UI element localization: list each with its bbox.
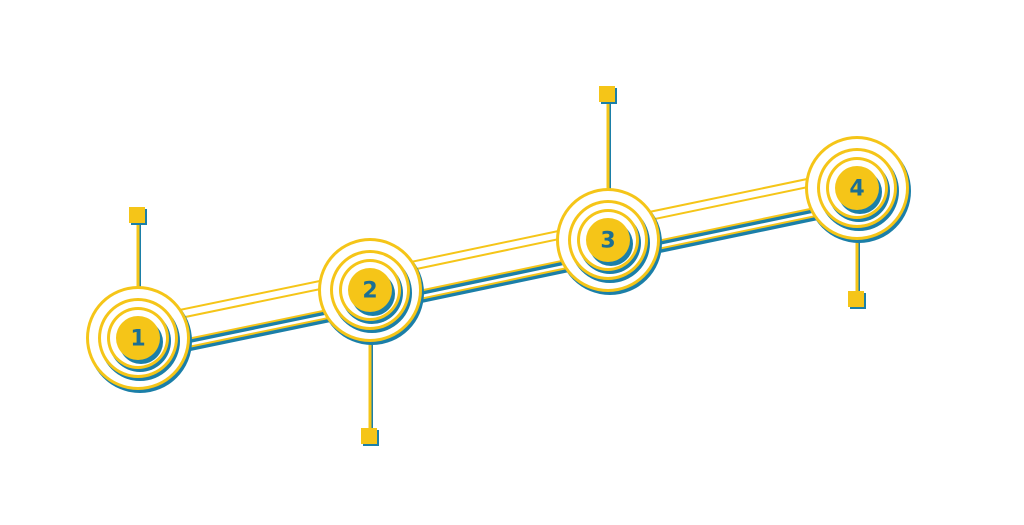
step-number-3: 3 (600, 229, 615, 254)
leader-lines (129, 86, 866, 446)
step-node-4: 4 (805, 136, 911, 243)
step-number-4: 4 (849, 177, 864, 202)
square-marker-icon (599, 86, 617, 104)
square-marker-icon (129, 207, 147, 225)
leader-4 (848, 236, 866, 309)
step-node-1: 1 (86, 286, 192, 393)
leader-2 (361, 338, 379, 446)
step-node-2: 2 (318, 238, 424, 345)
leader-1 (129, 207, 147, 290)
step-number-2: 2 (362, 279, 377, 304)
leader-3 (599, 86, 617, 192)
square-marker-icon (848, 291, 866, 309)
timeline-track (118, 168, 879, 361)
step-nodes: 1 2 3 4 (86, 136, 911, 393)
square-marker-icon (361, 428, 379, 446)
step-number-1: 1 (130, 327, 145, 352)
step-node-3: 3 (556, 188, 662, 295)
